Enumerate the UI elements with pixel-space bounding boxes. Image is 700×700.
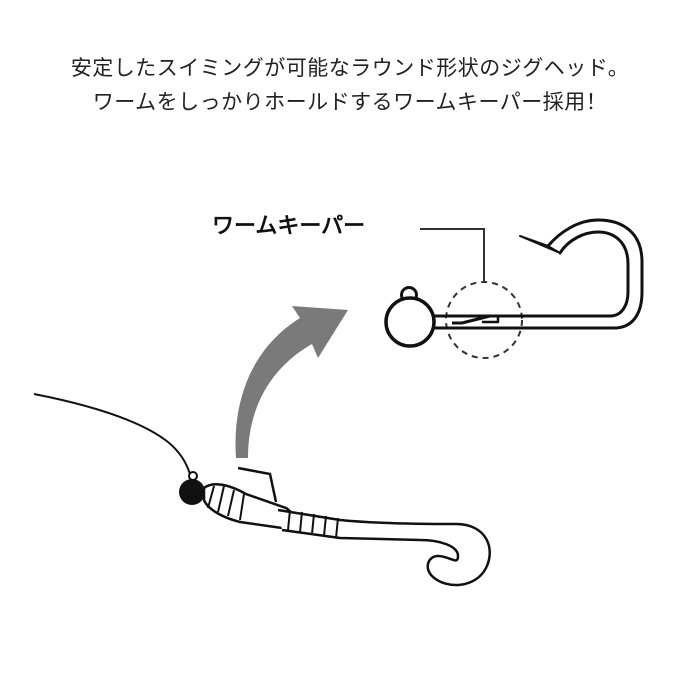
small-line-eye — [188, 471, 198, 481]
fishing-line — [33, 393, 191, 475]
zoom-arrow — [235, 306, 348, 458]
jighead-enlarged — [384, 218, 644, 348]
worm-keeper-step — [482, 316, 500, 324]
hook-shank-inner — [431, 218, 644, 330]
small-jighead — [179, 479, 205, 505]
worm-keeper-label: ワームキーパー — [212, 214, 366, 239]
hook-shank-outline — [431, 230, 630, 318]
zoom-arrow-body — [235, 306, 348, 458]
small-hook-point — [237, 466, 278, 503]
rigged-worm — [179, 466, 491, 587]
callout-leader-line — [420, 228, 485, 283]
round-jighead — [384, 296, 436, 348]
worm-keeper-highlight-circle — [445, 281, 523, 359]
worm-collar — [202, 483, 293, 530]
worm-body-segments — [287, 509, 339, 539]
worm-ribs — [207, 485, 245, 521]
caption-line-2: ワームをしっかりホールドするワームキーパー採用！ — [92, 90, 608, 114]
worm-keeper-barb — [452, 314, 492, 325]
caption-line-1: 安定したスイミングが可能なラウンド形状のジグヘッド。 — [70, 56, 630, 80]
hook-barb — [519, 235, 561, 254]
worm-body — [277, 508, 491, 587]
